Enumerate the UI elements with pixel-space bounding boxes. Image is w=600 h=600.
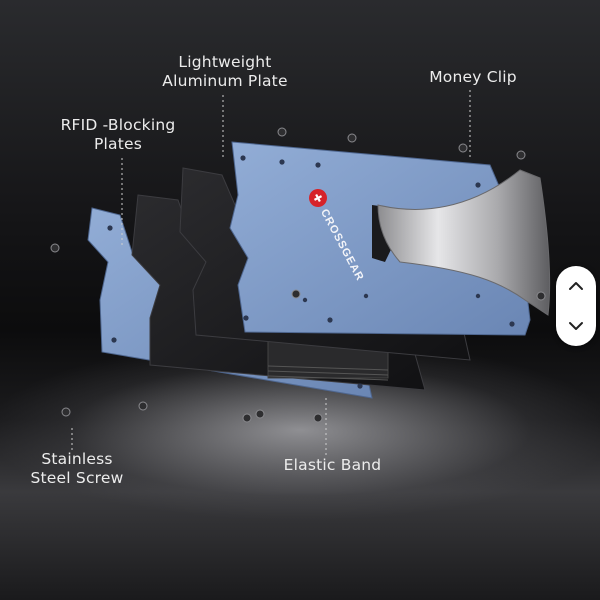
gallery-up-button[interactable] bbox=[556, 266, 596, 306]
screw bbox=[255, 409, 265, 419]
screw bbox=[138, 401, 148, 411]
gallery-nav bbox=[556, 266, 596, 346]
chevron-up-icon bbox=[569, 282, 583, 290]
gallery-down-button[interactable] bbox=[556, 306, 596, 346]
screw bbox=[516, 150, 526, 160]
screw bbox=[536, 291, 546, 301]
screw bbox=[291, 289, 301, 299]
callout-elastic-band: Elastic Band bbox=[283, 456, 382, 474]
money-clip bbox=[377, 169, 551, 316]
screw bbox=[458, 143, 468, 153]
chevron-down-icon bbox=[569, 322, 583, 330]
callout-rfid-plates: RFID -Blocking Plates bbox=[48, 116, 188, 154]
screw bbox=[50, 243, 60, 253]
loose-screws bbox=[50, 127, 546, 423]
callout-screw: Stainless Steel Screw bbox=[18, 450, 136, 488]
screw-holes bbox=[107, 155, 515, 389]
callout-line-2: Steel Screw bbox=[30, 469, 124, 487]
screw bbox=[347, 133, 357, 143]
callout-line-1: RFID -Blocking bbox=[60, 116, 176, 134]
callout-line-2: Aluminum Plate bbox=[162, 72, 288, 90]
screw bbox=[242, 413, 252, 423]
callout-lines bbox=[71, 90, 471, 455]
elastic-band-texture bbox=[267, 365, 389, 381]
screw bbox=[313, 413, 323, 423]
callout-money-clip: Money Clip bbox=[429, 68, 517, 86]
callout-line-2: Plates bbox=[93, 135, 143, 153]
callout-line-1: Stainless bbox=[41, 450, 113, 468]
screw bbox=[277, 127, 287, 137]
callout-line-1: Lightweight bbox=[178, 53, 272, 71]
callout-aluminum-plate: Lightweight Aluminum Plate bbox=[150, 53, 300, 91]
screw bbox=[61, 407, 71, 417]
